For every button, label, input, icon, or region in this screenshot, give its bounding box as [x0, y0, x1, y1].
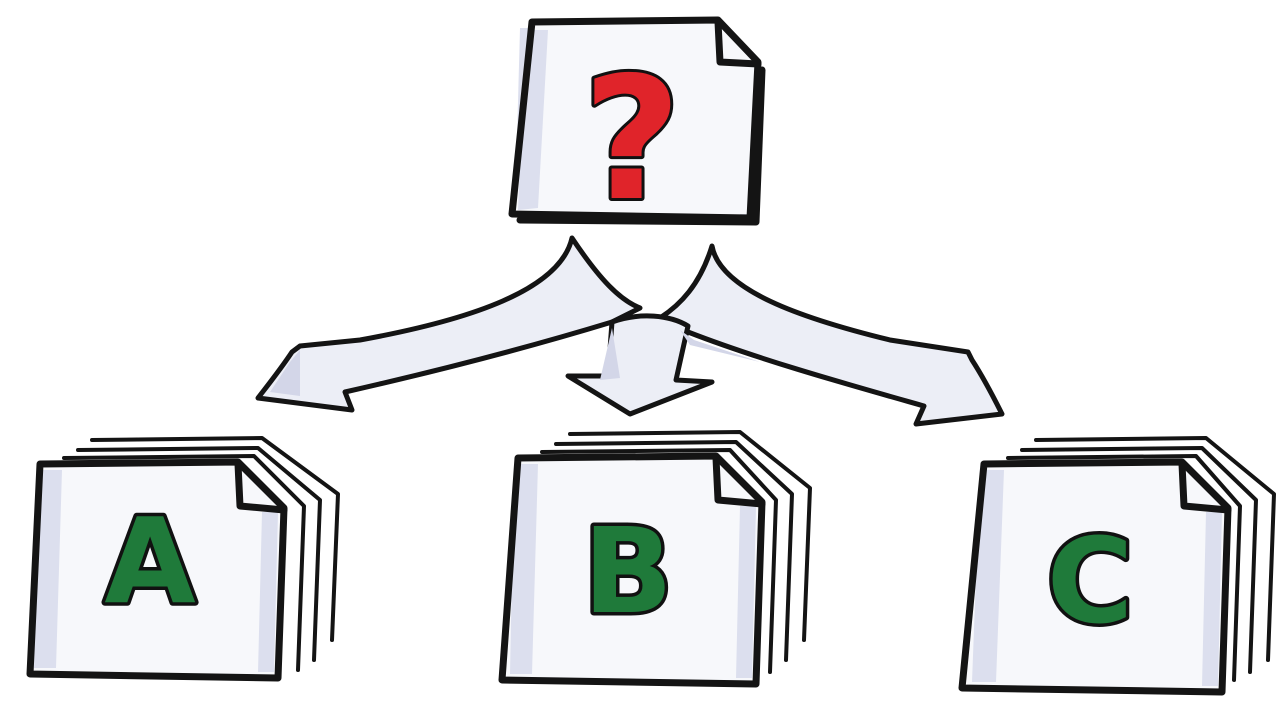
option-letter-c: C	[1047, 512, 1134, 650]
option-letter-b: B	[583, 502, 673, 640]
arrow-to-c	[660, 246, 1002, 424]
option-letter-a: A	[104, 492, 195, 630]
branching-arrow-icon	[258, 238, 1002, 424]
document-stack-c: C	[962, 438, 1274, 692]
document-stack-b: B	[502, 432, 810, 684]
document-stack-a: A	[30, 438, 338, 678]
question-document: ?	[512, 20, 762, 239]
question-mark: ?	[583, 41, 682, 239]
